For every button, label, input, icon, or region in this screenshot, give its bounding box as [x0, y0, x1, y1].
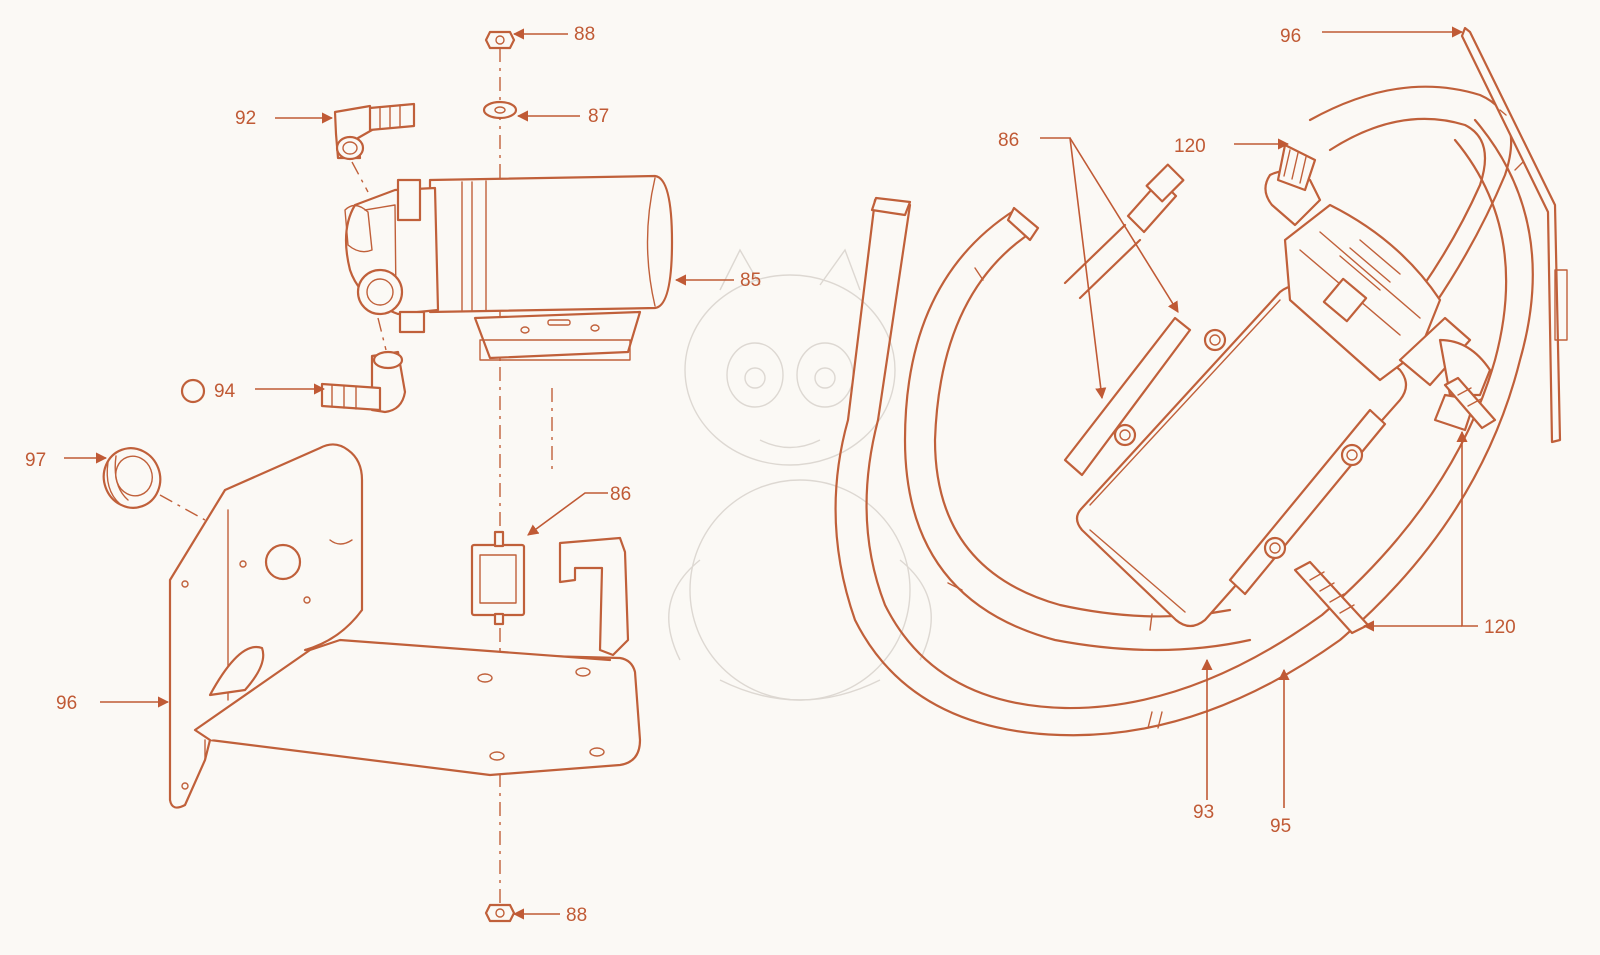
grommet-97 [102, 447, 162, 509]
watermark-dragon [668, 248, 932, 701]
bracket-96-left [168, 443, 642, 809]
callout-97: 97 [25, 450, 46, 471]
callout-120-top: 120 [1174, 136, 1206, 157]
nut-88-bottom [484, 903, 516, 923]
nut-88-top [484, 30, 516, 50]
switch-86-left [470, 530, 526, 626]
elbow-fitting-lower [320, 350, 407, 414]
callout-88-top: 88 [574, 24, 595, 45]
tube-95-outer [834, 118, 1534, 737]
callout-92: 92 [235, 108, 256, 129]
washer-87 [482, 100, 518, 120]
callout-85: 85 [740, 270, 761, 291]
callout-86-right: 86 [998, 130, 1019, 151]
callout-86-left: 86 [610, 484, 631, 505]
plug-94 [180, 378, 206, 404]
pump-85 [344, 174, 674, 361]
callout-95: 95 [1270, 816, 1291, 837]
pump-right [1063, 143, 1497, 635]
callout-87: 87 [588, 106, 609, 127]
callout-94: 94 [214, 381, 236, 402]
callout-120-right: 120 [1484, 617, 1516, 638]
callout-96-left: 96 [56, 693, 77, 714]
callout-93: 93 [1193, 802, 1214, 823]
elbow-fitting-92 [333, 102, 416, 161]
callout-88-bottom: 88 [566, 905, 587, 926]
callout-96-right: 96 [1280, 26, 1301, 47]
bracket-96-right [1460, 26, 1568, 444]
